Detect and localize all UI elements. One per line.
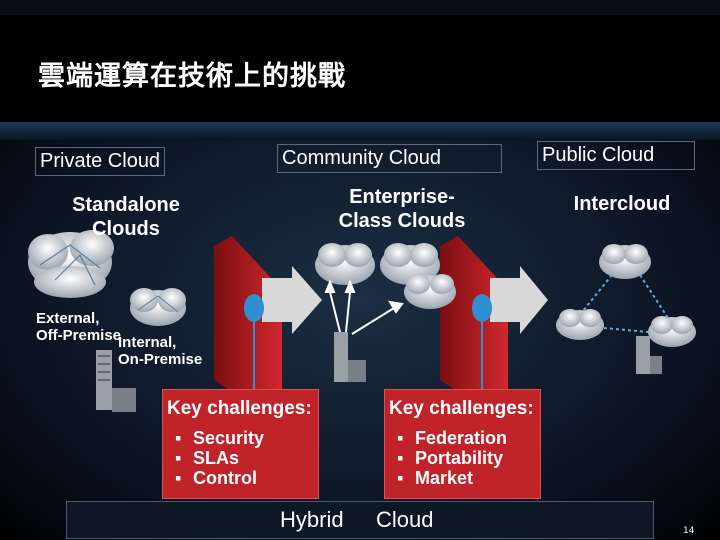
top-stripe xyxy=(0,0,720,15)
cloud-icon xyxy=(648,316,696,347)
connection-arrows xyxy=(324,279,404,335)
intercloud-links xyxy=(581,274,669,333)
key-challenges-left: Key challenges: Security SLAs Control xyxy=(162,389,319,499)
cloud-icon xyxy=(380,243,440,285)
heading-line: Clouds xyxy=(92,218,160,240)
list-item: Market xyxy=(397,468,540,488)
server-icon xyxy=(636,336,662,374)
private-cloud-label: Private Cloud xyxy=(35,147,166,176)
internal-label: Internal, On-Premise xyxy=(118,334,202,368)
list-item: SLAs xyxy=(175,448,318,468)
slide-title: 雲端運算在技術上的挑戰 xyxy=(38,61,346,92)
title-divider xyxy=(0,122,720,144)
standalone-clouds-heading: Standalone Clouds xyxy=(52,193,200,241)
challenges-heading: Key challenges: xyxy=(389,398,534,419)
page-number: 14 xyxy=(683,526,695,536)
heading-line: Enterprise- xyxy=(349,186,455,208)
firewall-right xyxy=(440,236,548,400)
list-item: Portability xyxy=(397,448,540,468)
challenges-heading: Key challenges: xyxy=(167,398,312,419)
sublabel-line: Internal, xyxy=(118,334,177,351)
enterprise-clouds-heading: Enterprise- Class Clouds xyxy=(318,185,486,233)
list-item: Federation xyxy=(397,428,540,448)
hybrid-label: Hybrid xyxy=(280,507,344,532)
heading-line: Standalone xyxy=(72,194,180,216)
server-icon xyxy=(334,332,366,382)
cloud-icon xyxy=(404,274,456,309)
cloud-icon xyxy=(556,309,604,340)
hybrid-cloud-bar xyxy=(66,501,654,539)
cloud-icon xyxy=(599,244,651,279)
sublabel-line: On-Premise xyxy=(118,351,203,368)
public-cloud-label: Public Cloud xyxy=(537,141,695,170)
heading-line: Class Clouds xyxy=(338,210,466,232)
challenges-list: Security SLAs Control xyxy=(163,428,318,488)
list-item: Security xyxy=(175,428,318,448)
sublabel-line: External, xyxy=(36,310,100,327)
cloud-icon xyxy=(315,243,375,285)
cloud-icon xyxy=(28,230,114,298)
intercloud-heading: Intercloud xyxy=(573,193,671,215)
list-item: Control xyxy=(175,468,318,488)
firewall-left xyxy=(214,236,322,400)
cloud-label: Cloud xyxy=(376,507,434,532)
key-challenges-right: Key challenges: Federation Portability M… xyxy=(384,389,541,499)
community-cloud-label: Community Cloud xyxy=(277,144,502,173)
challenges-list: Federation Portability Market xyxy=(385,428,540,488)
diagram-background xyxy=(0,140,720,540)
sublabel-line: Off-Premise xyxy=(36,327,122,344)
server-icon xyxy=(96,350,136,412)
cloud-icon xyxy=(130,288,186,326)
external-label: External, Off-Premise xyxy=(36,310,121,344)
